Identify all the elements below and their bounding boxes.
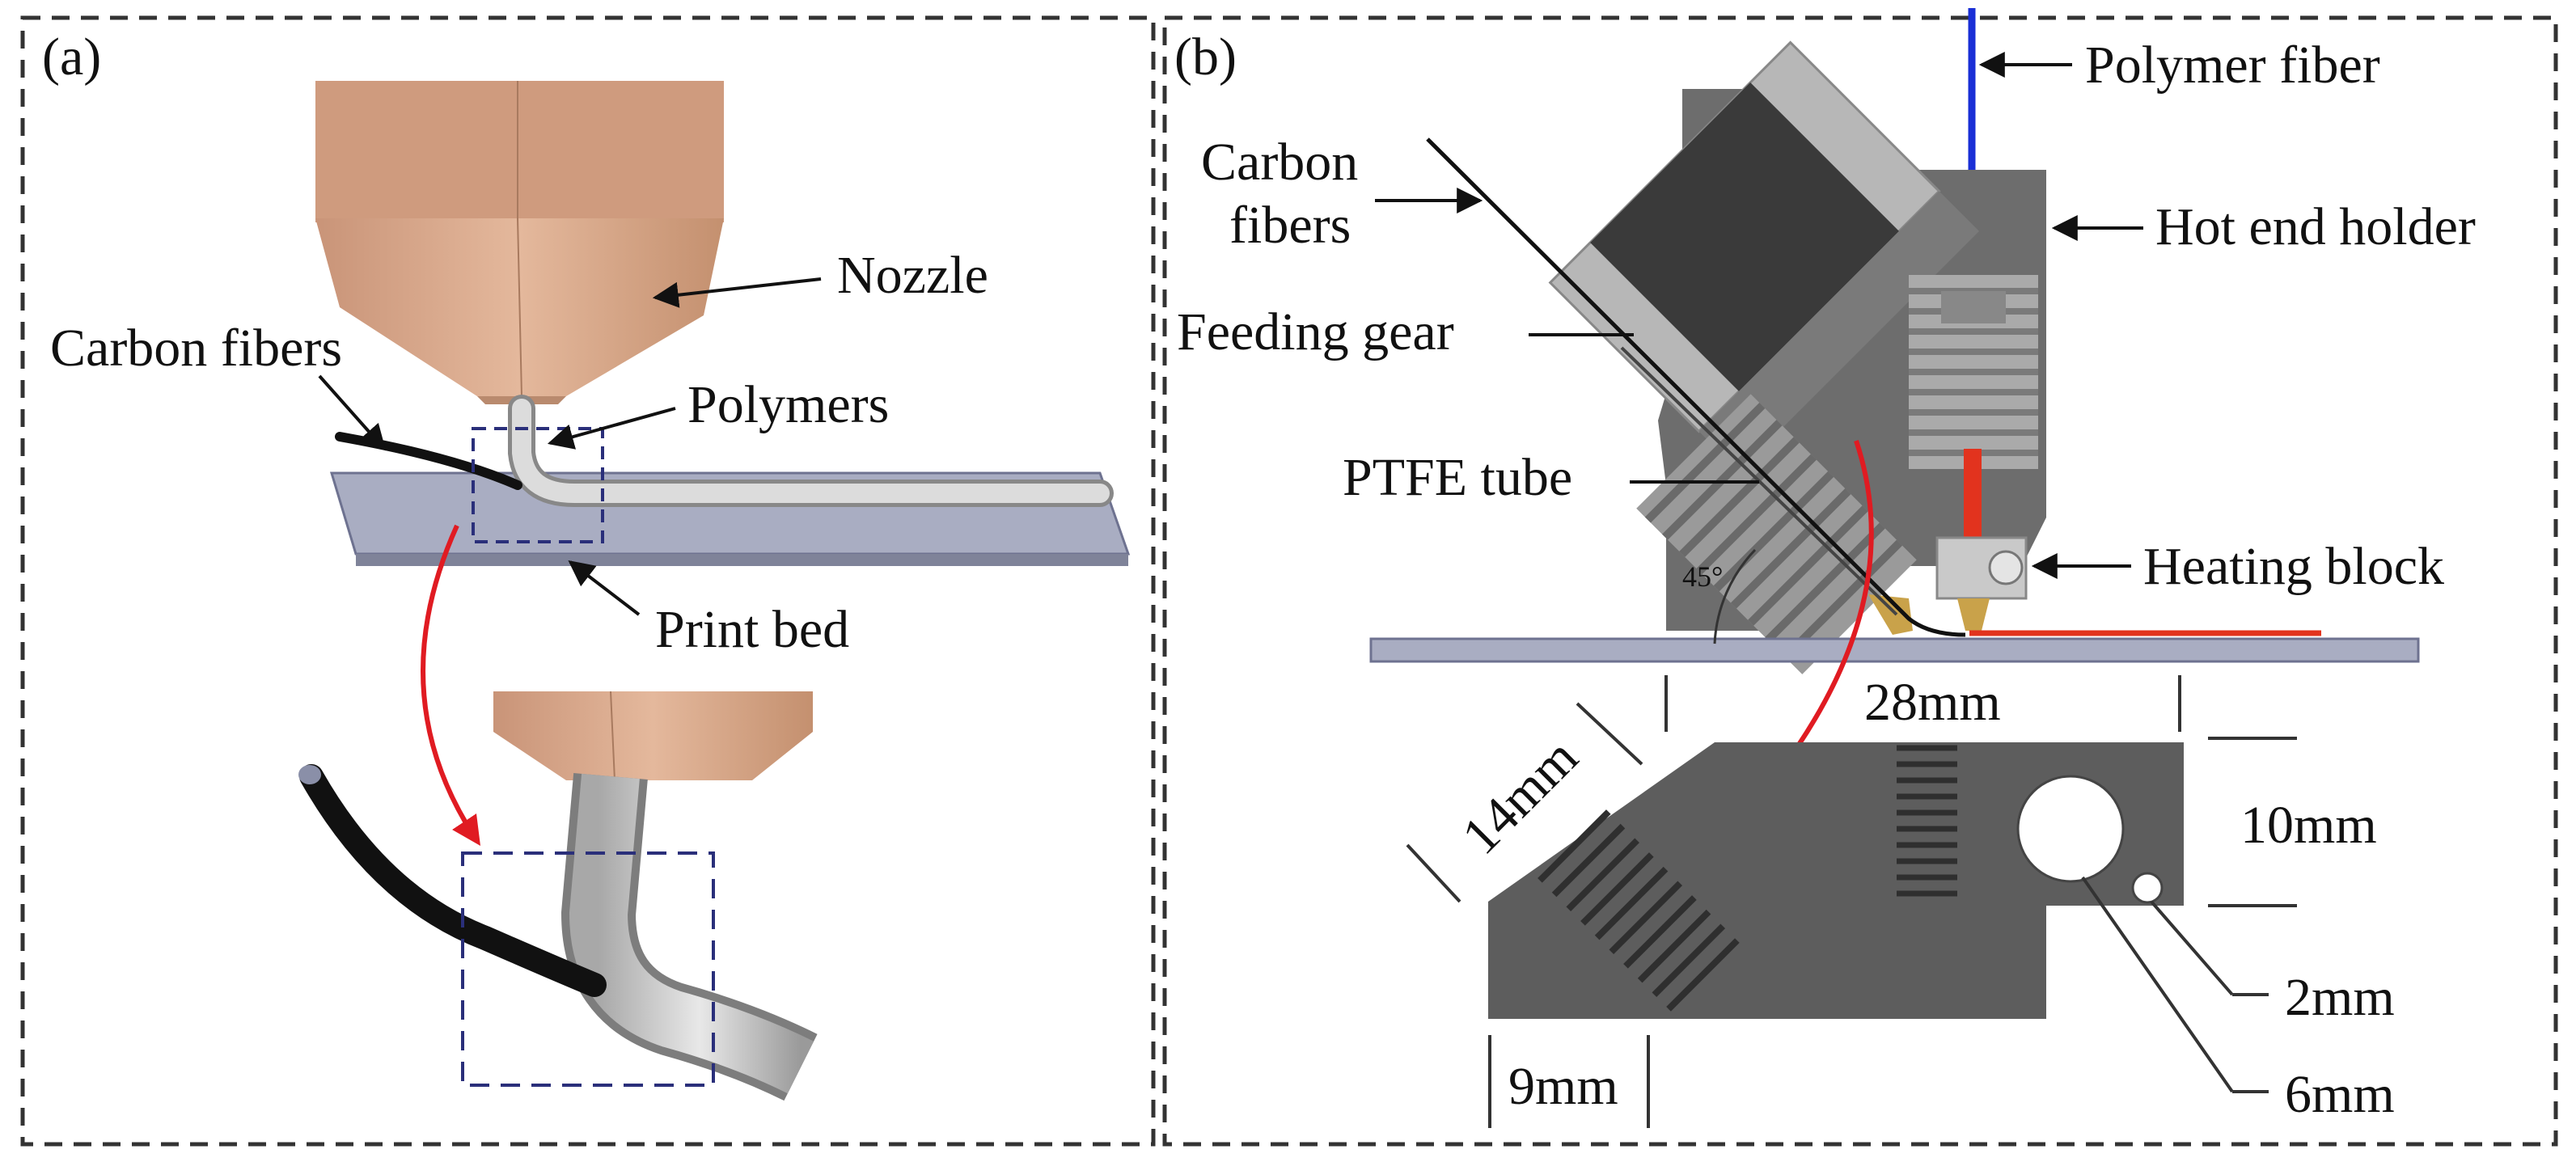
nozzle-left bbox=[1868, 594, 1913, 635]
thread-vertical bbox=[1897, 745, 1957, 897]
leader-2mm bbox=[2150, 900, 2234, 996]
label-9mm: 9mm bbox=[1508, 1057, 1618, 1116]
leader-nozzle bbox=[652, 277, 822, 308]
zoomed-carbon-fiber bbox=[299, 764, 607, 997]
label-feeding-gear: Feeding gear bbox=[1177, 302, 1454, 361]
dim-14mm bbox=[1406, 702, 1643, 903]
label-polymers: Polymers bbox=[687, 375, 889, 434]
hole-6mm bbox=[2016, 775, 2125, 883]
label-28mm: 28mm bbox=[1864, 673, 2001, 732]
nozzle-illustration bbox=[315, 81, 724, 404]
zoom-box-large bbox=[461, 851, 715, 1087]
panel-a-frame bbox=[20, 15, 1156, 1147]
label-angle: 45° bbox=[1682, 560, 1723, 593]
dim-10mm bbox=[2208, 737, 2297, 907]
zoomed-nozzle bbox=[493, 691, 813, 781]
label-2mm: 2mm bbox=[2285, 968, 2395, 1027]
zoom-arrow-b bbox=[1775, 440, 1874, 777]
heat-sink-angled bbox=[1636, 394, 1917, 674]
leader-polymers bbox=[547, 407, 676, 450]
label-print-bed: Print bed bbox=[655, 600, 849, 659]
label-6mm: 6mm bbox=[2285, 1065, 2395, 1124]
leader-6mm bbox=[2081, 876, 2234, 1093]
label-carbon-b-line2: fibers bbox=[1229, 196, 1351, 255]
label-hot-end-holder: Hot end holder bbox=[2155, 197, 2476, 256]
label-10mm: 10mm bbox=[2240, 796, 2377, 855]
heat-sink-vertical bbox=[1909, 275, 2038, 469]
print-bed-b bbox=[1369, 637, 2420, 663]
leader-carbon-fibers-a bbox=[318, 374, 387, 451]
stepper-motor bbox=[1548, 40, 1979, 471]
angle-arc bbox=[1713, 548, 1757, 644]
label-nozzle: Nozzle bbox=[837, 246, 988, 305]
panel-b-frame bbox=[1162, 15, 2558, 1147]
label-carbon-fibers-a: Carbon fibers bbox=[50, 319, 342, 378]
panel-b-tag: (b) bbox=[1174, 27, 1237, 87]
heating-block-detail bbox=[1488, 742, 2184, 1019]
dim-28mm bbox=[1664, 675, 2181, 732]
thread-angled bbox=[1538, 809, 1740, 1012]
nozzle-right bbox=[1957, 598, 1990, 631]
carbon-fiber-b bbox=[1426, 137, 1966, 637]
label-polymer-fiber: Polymer fiber bbox=[2085, 36, 2380, 95]
label-14mm: 14mm bbox=[1451, 728, 1589, 866]
label-ptfe-tube: PTFE tube bbox=[1343, 448, 1572, 507]
hole-2mm bbox=[2131, 872, 2164, 904]
label-heating-block: Heating block bbox=[2143, 537, 2444, 596]
zoom-box-small bbox=[472, 427, 604, 543]
zoom-arrow-a bbox=[421, 524, 480, 846]
dim-9mm bbox=[1488, 1035, 1650, 1128]
label-carbon-b-line1: Carbon bbox=[1201, 133, 1358, 192]
leader-print-bed bbox=[568, 560, 641, 616]
panel-a-tag: (a) bbox=[42, 27, 101, 87]
